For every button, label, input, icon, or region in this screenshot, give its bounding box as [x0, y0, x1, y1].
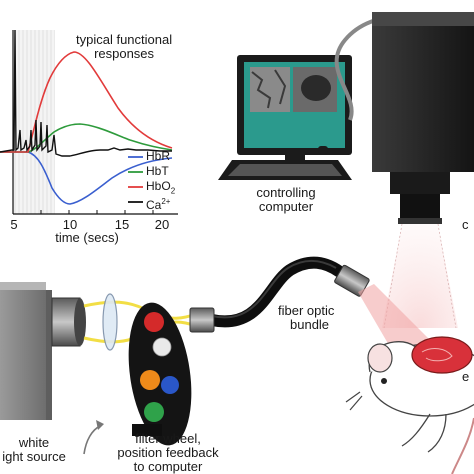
controlling-computer: [218, 55, 352, 180]
fiber-label: fiber optic bundle: [278, 303, 335, 332]
mouse-tail: [451, 417, 474, 474]
stimulus-ticks: [16, 30, 54, 214]
x-tick-20: 20: [154, 217, 170, 232]
filter-wheel-stand: [132, 424, 162, 436]
camera: [334, 12, 474, 224]
series-hbr: [0, 151, 173, 205]
x-axis-label: time (secs): [55, 230, 119, 245]
filter-wheel-label: filter wheel, position feedback to compu…: [117, 431, 219, 474]
legend-hbo2: HbO2: [146, 179, 176, 196]
series-hbt: [0, 123, 173, 153]
mouse-subject: [345, 336, 474, 474]
right-edge-text-2: e: [462, 369, 470, 384]
computer-label: controlling computer: [256, 185, 316, 214]
series-ca: [0, 29, 172, 157]
light-source-label: white ight source: [2, 435, 66, 464]
legend-ca: Ca2+: [146, 197, 171, 212]
cranial-window: [411, 336, 473, 374]
condenser-lens: [102, 293, 118, 351]
x-axis-ticks: [12, 210, 154, 214]
fiber-coupler: [189, 307, 215, 333]
functional-response-chart: [0, 29, 178, 215]
x-tick-5: 5: [10, 217, 18, 232]
monitor-neck: [285, 155, 305, 161]
filter-blue: [161, 376, 179, 394]
fiber-head: [334, 264, 370, 297]
light-box-top: [0, 282, 46, 292]
mouse-paw: [401, 413, 447, 453]
filter-wheel: [128, 302, 192, 446]
camera-lens: [390, 172, 450, 194]
legend-hbt: HbT: [146, 164, 169, 178]
mouse-ear: [367, 343, 393, 373]
series-hbo2: [0, 51, 173, 153]
stimulus-period: [13, 30, 55, 214]
camera-field-of-view: [382, 224, 458, 328]
filter-orange: [140, 370, 160, 390]
mouse-eye: [381, 378, 387, 384]
chart-title: typical functional responses: [76, 32, 173, 61]
right-edge-text-1: c: [462, 217, 469, 232]
filter-white: [152, 337, 172, 357]
camera-body: [372, 12, 474, 172]
light-box: [0, 290, 46, 420]
x-tick-15: 15: [114, 217, 130, 232]
mouse: [318, 146, 328, 154]
x-tick-10: 10: [62, 217, 78, 232]
legend-hbr: HbR: [146, 149, 171, 163]
filter-red: [144, 312, 164, 332]
filter-green: [144, 402, 164, 422]
white-light-source: [0, 282, 86, 420]
